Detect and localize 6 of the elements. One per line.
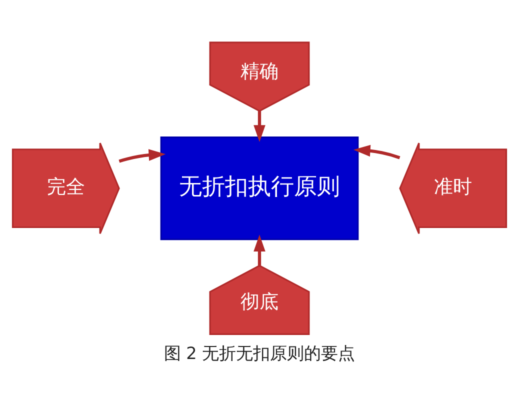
arrow: [254, 110, 266, 142]
arrow: [118, 149, 166, 163]
caption: 图 2 无折无扣原则的要点: [164, 343, 356, 364]
node-box: 无折扣执行原则: [160, 136, 359, 240]
arrow: [353, 144, 400, 160]
arrow: [254, 234, 266, 266]
